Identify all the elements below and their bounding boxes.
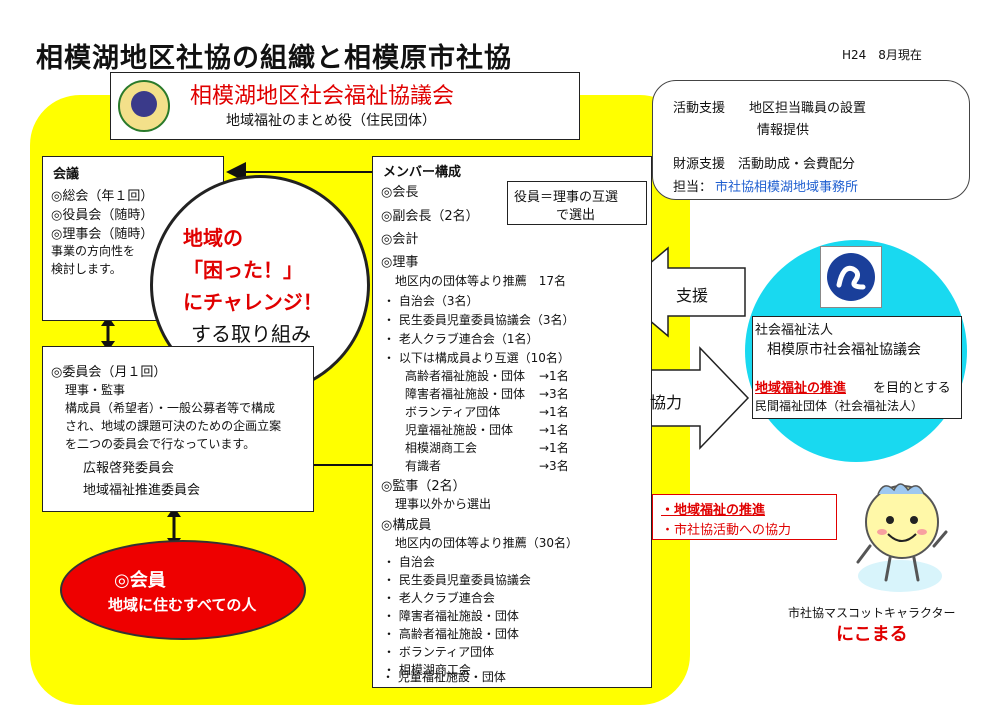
katsudo-label: 活動支援 [673,101,726,116]
sub-item-name: 障害者福祉施設・団体 [405,387,526,401]
officer-item: ◎会長 [381,185,419,200]
riji-item: ・ 以下は構成員より互選（10名） [383,351,570,365]
note-item: ・地域福祉の推進 [661,503,766,518]
iinkai-line: 構成員（希望者）・一般公募者等で構成 [65,401,276,415]
sub-item-count: →1名 [539,405,569,419]
sub-item-name: 有識者 [405,459,442,473]
officer-note: で選出 [556,208,596,223]
iinkai-heading: ◎委員会（月１回） [51,365,167,380]
officer-note: 役員＝理事の互選 [514,190,619,205]
iinkai-line: され、地域の課題可決のための企画立案 [65,419,282,433]
kousei-item: ・ 児童福祉施設・団体 [382,670,506,684]
sub-item-count: →3名 [539,459,569,473]
kaiin-ellipse: ◎会員 地域に住むすべての人 [60,540,306,640]
sub-item-name: ボランティア団体 [405,405,501,419]
kousei-heading: ◎構成員 [381,518,432,533]
sub-item-count: →1名 [539,369,569,383]
shakyo-line: 相模原市社会福祉協議会 [767,342,921,358]
kousei-item: ・ 相模湖商工会 [383,663,471,677]
shakyo-line: 社会福祉法人 [755,323,834,338]
page-title: 相模湖地区社協の組織と相模原市社協 [36,43,512,74]
zaigen-line: 財源支援 活動助成・会費配分 [673,157,856,172]
kaigi-line: ◎総会（年１回） [51,189,154,204]
shakyo-emphasis: 地域福祉の推進 [755,381,847,396]
committee-item: 広報啓発委員会 [83,461,175,476]
kaigi-line: ◎役員会（随時） [51,208,154,223]
sub-item-name: 児童福祉施設・団体 [405,423,514,437]
date-label: H24 8月現在 [842,48,922,62]
kousei-item: ・ 民生委員児童委員協議会 [383,573,531,587]
kanji-note: 理事以外から選出 [395,497,492,511]
member-heading: メンバー構成 [383,165,462,180]
iinkai-line: を二つの委員会で行なっています。 [65,437,256,451]
kousei-item: ・ 老人クラブ連合会 [383,591,495,605]
cooperation-note: ・地域福祉の推進 ・市社協活動への協力 [652,494,837,540]
note-item: ・市社協活動への協力 [661,523,792,538]
sub-item-count: →1名 [539,423,569,437]
kousei-item: ・ 高齢者福祉施設・団体 [383,627,519,641]
riji-note: 地区内の団体等より推薦 17名 [395,274,567,288]
riji-item: ・ 民生委員児童委員協議会（3名） [383,313,575,327]
iinkai-box: ◎委員会（月１回） 理事・監事 構成員（希望者）・一般公募者等で構成 され、地域… [42,346,314,512]
association-subtitle: 地域福祉のまとめ役（住民団体） [226,113,436,129]
kaiin-sub: 地域に住むすべての人 [108,596,257,614]
katsudo-item: 地区担当職員の設置 [749,101,867,116]
tanto-label: 担当： [673,180,713,195]
kaiin-label: ◎会員 [114,570,166,591]
member-box: メンバー構成 ◎会長 ◎副会長（2名） ◎会計 役員＝理事の互選 で選出 ◎理事… [372,156,652,688]
riji-heading: ◎理事 [381,255,419,270]
association-name: 相模湖地区社会福祉協議会 [190,84,455,109]
kyoryoku-label: 協力 [650,393,683,412]
support-callout: 活動支援 地区担当職員の設置 情報提供 財源支援 活動助成・会費配分 担当： 市… [652,80,970,200]
sub-item-name: 相模湖商工会 [405,441,478,455]
katsudo-item: 情報提供 [757,123,810,138]
tanto-value: 市社協相模湖地域事務所 [715,180,859,195]
sub-item-count: →3名 [539,387,569,401]
kousei-note: 地区内の団体等より推薦（30名） [395,536,579,550]
circle-line: 地域の [183,226,243,250]
officer-item: ◎副会長（2名） [381,209,479,224]
riji-item: ・ 自治会（3名） [383,294,479,308]
mascot-caption: 市社協マスコットキャラクター [788,606,956,620]
iinkai-line: 理事・監事 [65,383,126,397]
officer-note-box: 役員＝理事の互選 で選出 [507,181,647,225]
riji-item: ・ 老人クラブ連合会（1名） [383,332,539,346]
mascot-name: にこまる [836,624,908,645]
kanji-heading: ◎監事（2名） [381,479,466,494]
committee-item: 地域福祉推進委員会 [83,483,201,498]
kousei-item: ・ 自治会 [383,555,435,569]
kousei-item: ・ 障害者福祉施設・団体 [383,609,519,623]
shakyo-line: を目的とする [873,381,951,396]
circle-line: 「困った！」 [183,258,303,282]
circle-line: する取り組み [191,322,311,346]
kaigi-line: ◎理事会（随時） [51,227,154,242]
shakyo-line: 民間福祉団体（社会福祉法人） [755,399,924,413]
association-logo [118,80,170,132]
mascot-illustration [856,483,948,592]
kaigi-line: 事業の方向性を [51,244,136,258]
officer-item: ◎会計 [381,232,419,247]
kousei-item: ・ ボランティア団体 [383,645,495,659]
shakyo-box: 社会福祉法人 相模原市社会福祉協議会 地域福祉の推進 を目的とする 民間福祉団体… [752,316,962,419]
shien-label: 支援 [676,286,709,305]
shakyo-logo [820,246,882,308]
header-box [110,72,580,140]
sub-item-count: →1名 [539,441,569,455]
circle-line: にチャレンジ！ [183,290,323,314]
kaigi-line: 検討します。 [51,262,122,276]
sub-item-name: 高齢者福祉施設・団体 [405,369,526,383]
kaigi-heading: 会議 [53,167,80,182]
